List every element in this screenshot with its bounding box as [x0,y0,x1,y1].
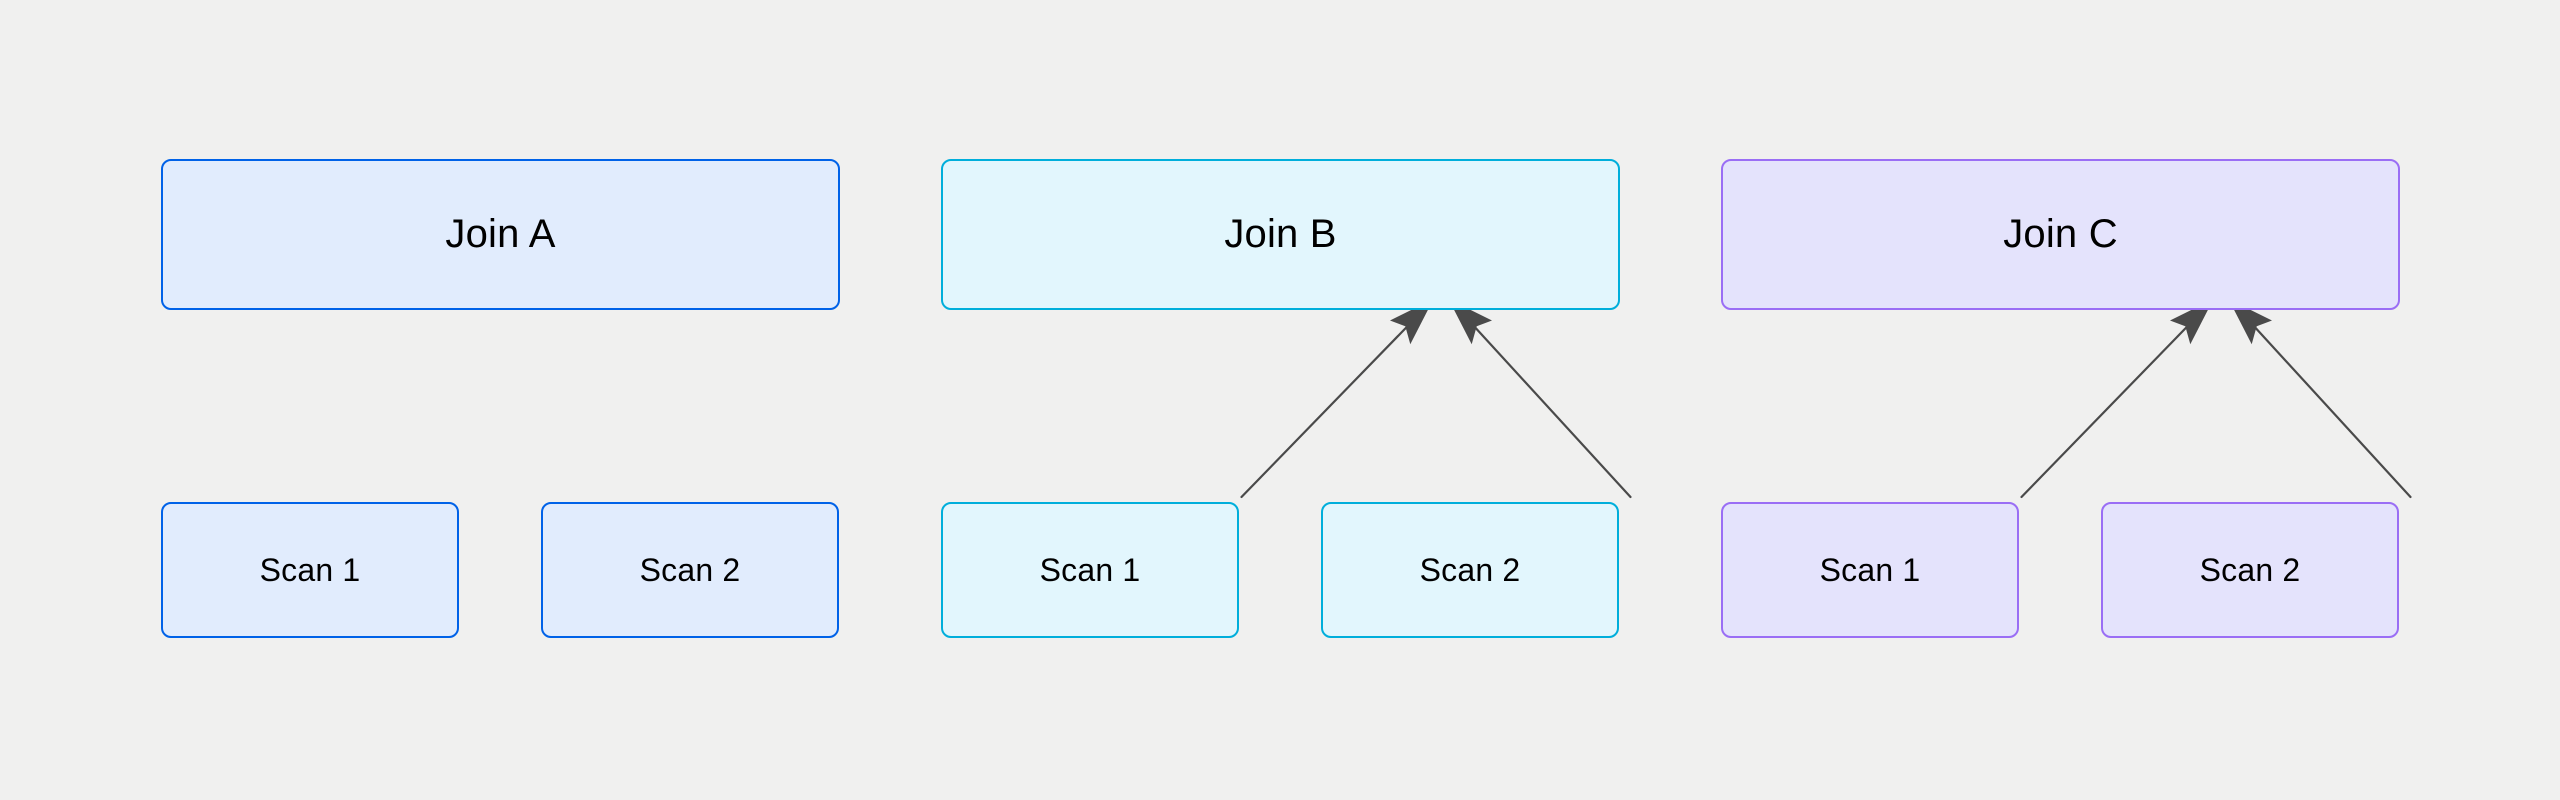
join-node[interactable]: Join C [1721,159,2400,310]
join-node[interactable]: Join A [161,159,840,310]
scan-node-2[interactable]: Scan 2 [1321,502,1619,638]
scan-node-label: Scan 1 [259,551,361,588]
scan-node-1[interactable]: Scan 1 [161,502,459,638]
plan-group-group-b: Join B Scan 1 Scan 2 [941,0,2412,800]
scan-node-label: Scan 2 [2199,551,2301,588]
join-node-label: Join C [2003,212,2118,256]
join-node[interactable]: Join B [941,159,1620,310]
scan-node-label: Scan 1 [1819,551,1921,588]
scan-node-2[interactable]: Scan 2 [2101,502,2399,638]
plan-group-group-c: Join C Scan 1 Scan 2 [1721,0,2400,800]
join-node-label: Join A [445,212,556,256]
join-node-label: Join B [1224,212,1337,256]
scan-node-1[interactable]: Scan 1 [1721,502,2019,638]
scan-node-label: Scan 2 [639,551,741,588]
scan-node-label: Scan 2 [1419,551,1521,588]
plan-group-group-a: Join A Scan 1 Scan 2 [161,0,1632,800]
edge-layer [1721,0,2560,800]
scan-node-1[interactable]: Scan 1 [941,502,1239,638]
scan-node-label: Scan 1 [1039,551,1141,588]
scan-node-2[interactable]: Scan 2 [541,502,839,638]
